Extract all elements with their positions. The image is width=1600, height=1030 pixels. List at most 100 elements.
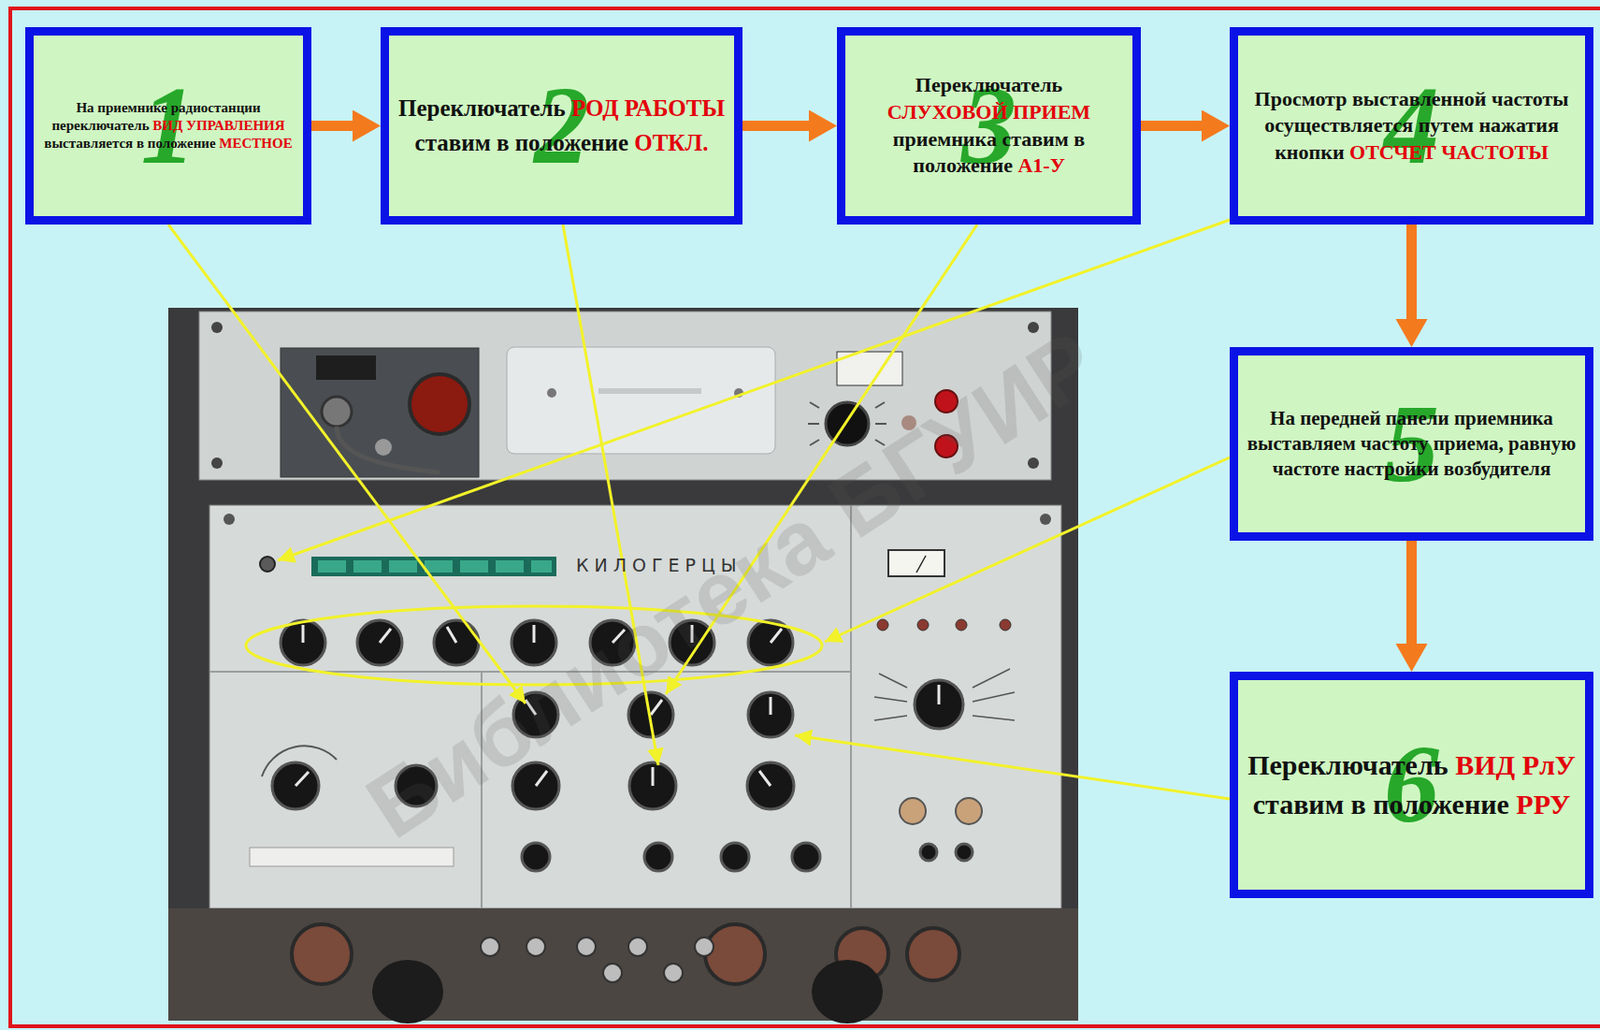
connector-row <box>372 959 883 1024</box>
knob <box>357 619 403 665</box>
knob <box>914 679 964 729</box>
connector-row <box>480 936 500 956</box>
connector-row <box>372 959 444 1024</box>
flow-arrow <box>1406 540 1417 644</box>
knob-pointer <box>379 628 391 643</box>
main-unit <box>879 673 908 688</box>
main-unit <box>888 549 945 577</box>
knob <box>747 762 794 809</box>
main-unit <box>874 696 908 702</box>
step-box: 2Переключатель РОД РАБОТЫ ставим в полож… <box>380 27 743 225</box>
knob-pointer <box>535 770 548 786</box>
control-name: ОТСЧЕТ ЧАСТОТЫ <box>1349 140 1549 164</box>
step-box: 4Просмотр выставленной частоты осуществл… <box>1229 27 1594 225</box>
main-unit <box>877 619 1011 631</box>
flow-arrow <box>311 120 353 131</box>
connector-row <box>576 936 596 956</box>
step-box: 5На передней панели приемника выставляем… <box>1229 346 1594 541</box>
red-frame <box>10 8 1600 1026</box>
knob <box>955 843 973 861</box>
main-unit <box>223 513 235 525</box>
flow-arrow <box>1406 224 1417 319</box>
top-unit <box>316 355 376 380</box>
step-text: Просмотр выставленной частоты осуществля… <box>1245 86 1578 167</box>
instruction-text: Переключатель <box>1247 749 1448 780</box>
step-text: На приемнике радиостанции переключатель … <box>41 99 296 152</box>
main-unit <box>311 556 557 577</box>
top-unit <box>547 388 557 398</box>
control-name: МЕСТНОЕ <box>218 135 292 151</box>
top-unit <box>211 457 223 469</box>
main-unit <box>972 715 1015 721</box>
leader-line <box>168 219 1230 799</box>
top-unit <box>809 402 820 408</box>
top-unit <box>374 438 392 456</box>
control-name: РРУ <box>1515 788 1571 820</box>
step-number: 3 <box>845 35 1133 217</box>
top-unit <box>409 374 470 434</box>
main-unit <box>916 555 926 573</box>
leader-line <box>794 735 1230 799</box>
step-box: 3Переключатель СЛУХОВОЙ ПРИЕМ приемника … <box>836 27 1141 225</box>
main-unit <box>317 560 552 573</box>
connector-row <box>628 936 648 956</box>
flow-arrow <box>1140 120 1202 131</box>
knob <box>521 842 550 871</box>
knob <box>629 762 677 809</box>
knob <box>748 691 793 737</box>
knob-pointer <box>759 770 771 786</box>
main-unit <box>317 560 346 573</box>
flow-arrow <box>742 120 809 131</box>
main-unit <box>424 560 453 573</box>
instruction-text: ставим в положение <box>415 129 629 156</box>
knob <box>792 842 821 871</box>
knob-pointer <box>295 771 309 786</box>
step-box: 6Переключатель ВИД РлУ ставим в положени… <box>1229 671 1594 898</box>
instruction-text: ставим в положение <box>1253 788 1510 820</box>
knob-pointer <box>650 699 663 715</box>
connector-row <box>168 908 1079 1024</box>
top-unit <box>875 402 885 408</box>
top-unit <box>809 439 820 446</box>
main-unit <box>899 797 926 824</box>
step-number: 2 <box>389 35 735 217</box>
connector-row <box>480 936 714 982</box>
step-box: 1На приемнике радиостанции переключатель… <box>25 27 312 225</box>
control-name: СЛУХОВОЙ ПРИЕМ <box>887 100 1091 124</box>
main-unit <box>899 797 982 824</box>
connector-row <box>291 923 352 984</box>
top-unit <box>211 321 223 333</box>
main-unit <box>389 560 418 573</box>
knob-pointer <box>651 766 655 786</box>
step-text: Переключатель РОД РАБОТЫ ставим в положе… <box>396 91 727 160</box>
step-text: На передней панели приемника выставляем … <box>1245 405 1578 483</box>
step-number: 6 <box>1238 679 1586 890</box>
knob-pointer <box>770 628 782 643</box>
main-unit <box>353 560 382 573</box>
main-unit <box>874 715 908 721</box>
connector-row <box>603 963 622 982</box>
red-frame <box>10 8 1600 1026</box>
main-unit <box>1039 513 1052 525</box>
top-unit <box>506 346 776 454</box>
instruction-text: На передней панели приемника выставляем … <box>1247 406 1576 481</box>
instruction-text: выставляется в положение <box>43 135 216 151</box>
knob-pointer <box>446 626 457 643</box>
knob <box>720 842 750 871</box>
connector-row <box>526 936 546 956</box>
knob-pointer <box>769 696 773 715</box>
step-text: Переключатель СЛУХОВОЙ ПРИЕМ приемника с… <box>852 72 1125 179</box>
main-unit <box>999 619 1011 631</box>
main-unit <box>955 619 967 631</box>
connector-row <box>907 927 960 981</box>
top-unit <box>1027 457 1039 469</box>
top-unit <box>807 422 820 425</box>
step-text: Переключатель ВИД РлУ ставим в положение… <box>1245 745 1578 824</box>
control-name: ВИД РлУ <box>1455 749 1576 780</box>
knob <box>920 843 937 861</box>
instruction-text: Переключатель <box>398 95 566 121</box>
main-unit <box>877 619 889 631</box>
main-unit <box>495 560 524 573</box>
knob <box>433 619 479 665</box>
